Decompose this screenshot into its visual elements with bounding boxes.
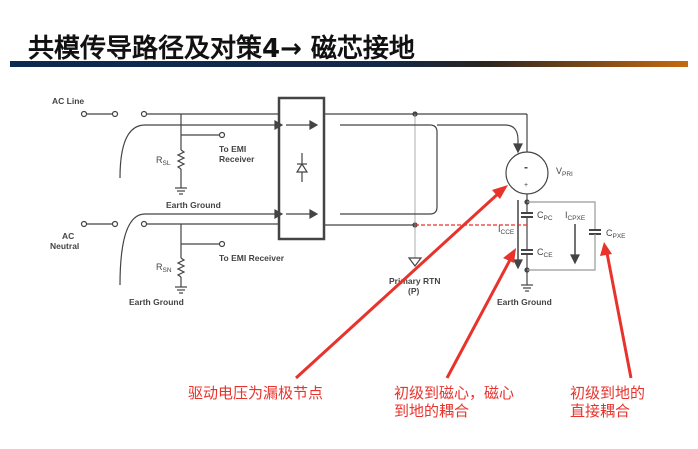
- annotation-core-coupling: 初级到磁心，磁心 到地的耦合: [394, 384, 515, 420]
- vpri-label: VPRI: [556, 166, 573, 178]
- primary-rtn-symbol: [407, 257, 423, 267]
- annotation-arrow-core: [445, 257, 513, 379]
- cm-current-path-neutral: [119, 213, 275, 286]
- annotation-arrow-direct: [605, 252, 633, 379]
- rsl-label: RSL: [156, 155, 171, 167]
- cpxe-label: CPXE: [606, 228, 626, 240]
- primary-rtn-label-2: (P): [408, 286, 420, 296]
- annotation-drain-node: 驱动电压为漏极节点: [188, 384, 324, 402]
- primary-rtn-label: Primary RTN: [389, 276, 441, 286]
- annotation-direct-coupling: 初级到地的 直接耦合: [570, 384, 646, 420]
- vpri-minus: -: [524, 160, 528, 174]
- vpri-plus: +: [524, 182, 528, 189]
- earth-ground-label: Earth Ground: [166, 200, 221, 210]
- earth-ground-label: Earth Ground: [129, 297, 184, 307]
- resistor-rsn: [176, 257, 186, 278]
- terminal: [140, 110, 148, 118]
- slide-title: 共模传导路径及对策4→ 磁芯接地: [28, 34, 415, 64]
- ac-neutral-label-2: Neutral: [50, 241, 79, 251]
- cpc-label: CPC: [537, 210, 553, 222]
- title-underline: [10, 61, 688, 67]
- terminal: [111, 110, 119, 118]
- icce-label: ICCE: [498, 224, 515, 236]
- ac-line-label: AC Line: [52, 96, 84, 106]
- ac-neutral-label: AC: [62, 231, 74, 241]
- bridge-rectifier: [277, 96, 326, 241]
- to-emi-receiver-label: To EMI: [219, 144, 246, 154]
- to-emi-receiver-label-2: Receiver: [219, 154, 255, 164]
- cce-label: CCE: [537, 247, 553, 259]
- to-emi-receiver-neutral-label: To EMI Receiver: [219, 253, 285, 263]
- annotation-arrow-drain: [294, 190, 502, 380]
- cm-current-path-line: [119, 124, 275, 179]
- icpxe-label: ICPXE: [565, 210, 586, 222]
- earth-ground-label: Earth Ground: [497, 297, 552, 307]
- resistor-rsl: [176, 149, 186, 170]
- rsn-label: RSN: [156, 262, 172, 274]
- terminal: [80, 110, 88, 118]
